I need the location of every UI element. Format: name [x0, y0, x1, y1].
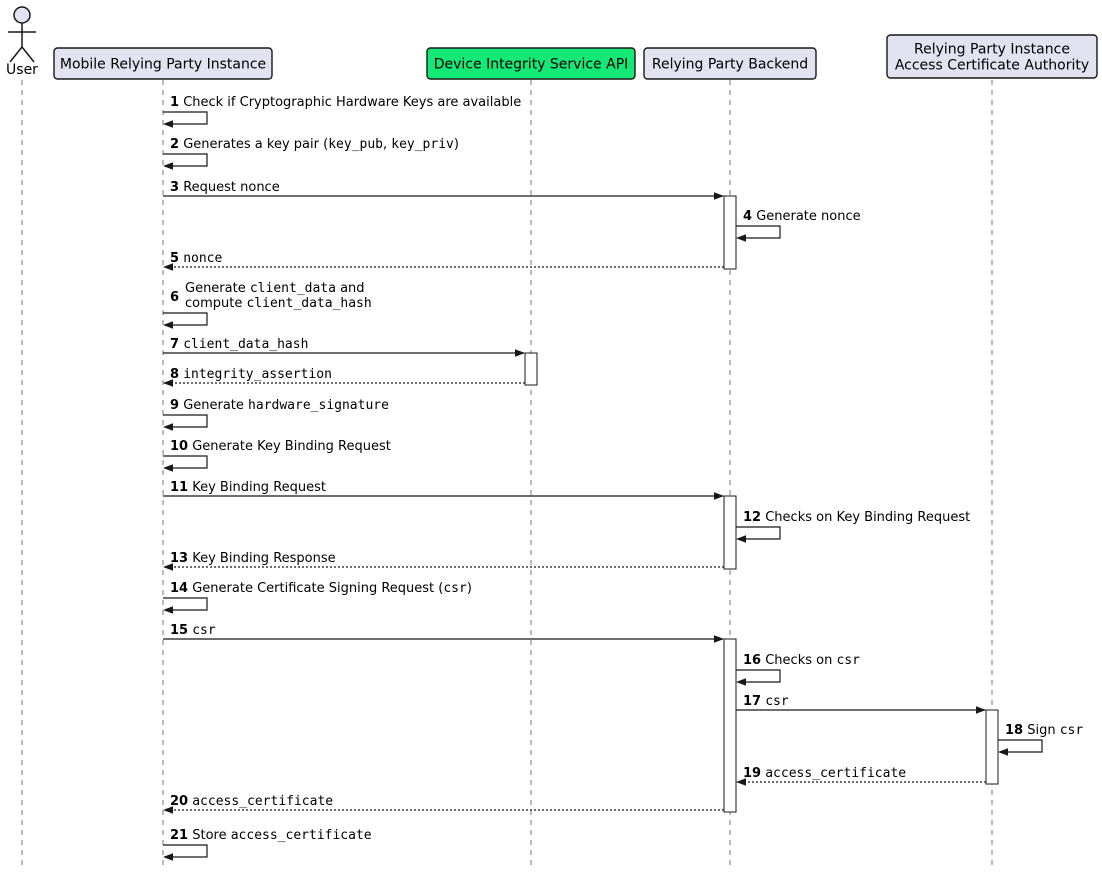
message-label: 3 Request nonce — [170, 180, 280, 195]
arrowhead — [736, 535, 746, 543]
participant-box-mobile — [53, 47, 273, 80]
message-label: 14 Generate Certificate Signing Request … — [170, 581, 472, 596]
arrowhead — [163, 464, 173, 472]
message-4: 4 Generate nonce — [736, 209, 861, 242]
message-label: 2 Generates a key pair (key_pub, key_pri… — [170, 137, 459, 152]
message-7: 7 client_data_hash — [163, 337, 525, 357]
participant-label: Relying Party Backend — [652, 57, 808, 73]
message-label: 5 nonce — [170, 251, 222, 266]
arrowhead — [736, 678, 746, 686]
message-15: 15 csr — [163, 623, 724, 643]
arrowhead — [163, 379, 173, 387]
participant-box-dis — [426, 47, 636, 80]
message-12: 12 Checks on Key Binding Request — [736, 510, 970, 543]
message-label: 21 Store access_certificate — [170, 828, 372, 843]
message-label: 12 Checks on Key Binding Request — [743, 510, 970, 525]
arrowhead — [163, 606, 173, 614]
activation-bar-3 — [723, 495, 737, 570]
participant-user: User — [6, 6, 38, 78]
arrowhead — [976, 706, 986, 714]
participant-backend: Relying Party Backend — [643, 47, 817, 80]
actor-icon — [8, 6, 36, 63]
participant-mobile: Mobile Relying Party Instance — [53, 47, 273, 80]
activation-bar-5 — [985, 709, 999, 785]
arrowhead — [163, 321, 173, 329]
arrowhead — [515, 349, 525, 357]
message-label: 7 client_data_hash — [170, 337, 308, 352]
self-message-line — [736, 225, 781, 239]
message-label: compute client_data_hash — [185, 296, 372, 311]
message-20: 20 access_certificate — [163, 794, 724, 814]
message-label: 19 access_certificate — [743, 766, 906, 781]
arrowhead — [163, 423, 173, 431]
participant-dis: Device Integrity Service API — [426, 47, 636, 80]
message-5: 5 nonce — [163, 251, 724, 271]
message-seq: 6 — [170, 290, 179, 305]
self-message-line — [736, 669, 781, 683]
participant-label: Access Certificate Authority — [895, 58, 1089, 74]
self-message-line — [163, 455, 208, 469]
message-9: 9 Generate hardware_signature — [163, 398, 389, 431]
arrowhead — [736, 778, 746, 786]
message-label: 13 Key Binding Response — [170, 551, 336, 566]
message-10: 10 Generate Key Binding Request — [163, 439, 391, 472]
self-message-line — [163, 312, 208, 326]
participant-label: User — [6, 62, 38, 78]
self-message-line — [163, 844, 208, 858]
participant-label: Relying Party Instance — [914, 42, 1070, 58]
message-label: 18 Sign csr — [1005, 723, 1083, 738]
participant-label: Mobile Relying Party Instance — [60, 57, 266, 73]
message-label: 15 csr — [170, 623, 216, 638]
self-message-line — [998, 739, 1043, 753]
arrowhead — [163, 806, 173, 814]
self-message-line — [163, 597, 208, 611]
arrowhead — [163, 563, 173, 571]
self-message-line — [163, 111, 208, 125]
self-message-line — [163, 414, 208, 428]
message-1: 1 Check if Cryptographic Hardware Keys a… — [163, 95, 521, 128]
message-label: 11 Key Binding Request — [170, 480, 326, 495]
arrowhead — [714, 635, 724, 643]
message-3: 3 Request nonce — [163, 180, 724, 200]
message-label: Generate client_data and — [185, 281, 365, 296]
self-message-line — [163, 153, 208, 167]
activation-bar-4 — [723, 638, 737, 813]
message-label: 17 csr — [743, 694, 789, 709]
arrowhead — [736, 234, 746, 242]
message-13: 13 Key Binding Response — [163, 551, 724, 571]
arrowhead — [998, 748, 1008, 756]
activation-bar-2 — [524, 352, 538, 386]
message-11: 11 Key Binding Request — [163, 480, 724, 500]
arrowhead — [714, 492, 724, 500]
activation-bar-1 — [723, 195, 737, 270]
arrowhead — [163, 263, 173, 271]
message-21: 21 Store access_certificate — [163, 828, 372, 861]
message-label: 10 Generate Key Binding Request — [170, 439, 391, 454]
message-18: 18 Sign csr — [998, 723, 1083, 756]
message-14: 14 Generate Certificate Signing Request … — [163, 581, 472, 614]
message-label: 20 access_certificate — [170, 794, 333, 809]
message-label: 1 Check if Cryptographic Hardware Keys a… — [170, 95, 521, 110]
arrowhead — [163, 162, 173, 170]
message-label: 8 integrity_assertion — [170, 367, 332, 382]
participant-box-ca — [886, 34, 1098, 79]
message-16: 16 Checks on csr — [736, 653, 860, 686]
arrowhead — [163, 853, 173, 861]
participant-label: Device Integrity Service API — [434, 57, 629, 73]
message-19: 19 access_certificate — [736, 766, 986, 786]
arrowhead — [714, 192, 724, 200]
message-label: 9 Generate hardware_signature — [170, 398, 389, 413]
message-label: 4 Generate nonce — [743, 209, 861, 224]
message-2: 2 Generates a key pair (key_pub, key_pri… — [163, 137, 459, 170]
participant-box-backend — [643, 47, 817, 80]
message-8: 8 integrity_assertion — [163, 367, 525, 387]
arrowhead — [163, 120, 173, 128]
message-17: 17 csr — [736, 694, 986, 714]
message-label: 16 Checks on csr — [743, 653, 860, 668]
self-message-line — [736, 526, 781, 540]
